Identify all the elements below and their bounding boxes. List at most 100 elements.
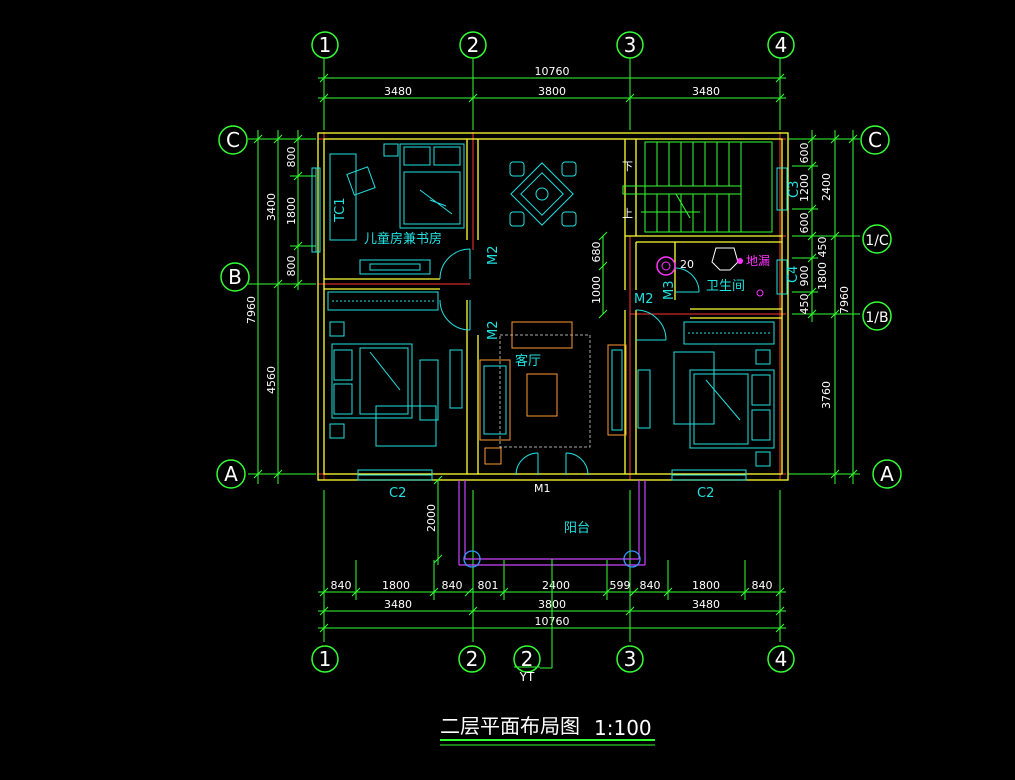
mid-vertical-dims [598,231,608,319]
toilet [711,247,739,271]
walls [317,132,789,481]
axis-bubble-top-1: 1 [311,31,339,59]
title-text: 二层平面布局图 [440,714,580,738]
axis-bubble-bottom-3: 3 [616,645,644,673]
room-label-living: 客厅 [515,353,541,369]
balcony-columns [463,550,641,568]
top-dimensions: 10760 3480 3800 3480 [318,65,786,103]
label-m1: M1 [534,482,551,495]
dim-bottom-detail-5: 2400 [542,579,570,592]
dim-right-span-1: 2400 [820,173,833,201]
red-grid-lines [318,132,786,480]
room-label-kids-study: 儿童房兼书房 [364,231,442,247]
balcony-dim [433,475,443,565]
axis-bubble-bottom-2: 2 [458,645,486,673]
svg-text:2: 2 [521,647,534,671]
bathroom-fixtures [656,247,764,297]
axis-bubble-left-c: C [218,125,248,155]
dim-right-detail-2: 1200 [798,174,811,202]
svg-text:C: C [868,128,882,152]
dim-mid-1000: 1000 [590,276,603,304]
dim-mid-680: 680 [590,242,603,263]
left-dimensions: 7960 3400 4560 800 1800 800 [245,130,316,484]
svg-text:1/B: 1/B [865,310,888,326]
axis-bubble-bottom-yt: 2 YT [513,645,541,684]
room-label-balcony: 阳台 [564,521,590,536]
windows [311,167,788,481]
stair-up-label: 上 [622,207,633,220]
kids-chair [346,166,376,196]
axis-bubble-top-4: 4 [767,31,795,59]
room-label-bathroom: 卫生间 [706,279,745,294]
dim-left-detail-1: 800 [285,147,298,168]
svg-text:4: 4 [775,33,788,57]
label-m2-right: M2 [634,292,654,307]
room-label-floor-drain: 地漏 [746,254,770,268]
label-m2-kids: M2 [486,246,501,266]
dim-top-span-2: 3800 [538,85,566,98]
axis-bubbles: 1 2 3 4 1 2 2 YT 3 [216,31,902,684]
stair-down-label: 下 [622,160,633,173]
dim-bottom-detail-7: 840 [640,579,661,592]
living-furniture [449,321,651,465]
svg-text:2: 2 [466,647,479,671]
label-20: 20 [680,258,694,271]
dim-left-total: 7960 [245,296,258,324]
dim-bottom-detail-9: 840 [752,579,773,592]
label-c2-left: C2 [389,486,406,501]
svg-text:4: 4 [775,647,788,671]
dim-right-total: 7960 [838,286,851,314]
kids-desk [329,153,357,241]
svg-text:C: C [226,128,240,152]
dim-bottom-detail-3: 840 [442,579,463,592]
kids-room-furniture [329,143,465,275]
dim-left-detail-3: 800 [285,256,298,277]
right-bedroom-furniture [673,321,775,467]
floor-drain-dot [737,258,743,264]
dim-right-detail-4: 450 [816,237,829,258]
axis-bubble-right-1c: 1/C [862,224,892,254]
dim-bottom-detail-8: 1800 [692,579,720,592]
dim-left-span-1: 3400 [265,193,278,221]
wash-basin [656,256,676,276]
label-m3: M3 [662,281,677,301]
label-c2-right: C2 [697,486,714,501]
dining-set [509,161,577,227]
dim-left-detail-2: 1800 [285,197,298,225]
dim-right-detail-6: 900 [798,266,811,287]
svg-text:3: 3 [624,33,637,57]
dim-left-span-2: 4560 [265,366,278,394]
dim-right-detail-1: 600 [798,143,811,164]
svg-text:1: 1 [319,33,332,57]
window-c3 [776,167,788,211]
left-bed [331,343,413,419]
dim-right-detail-7: 450 [798,294,811,315]
dim-top-span-1: 3480 [384,85,412,98]
axis-bubble-left-b: B [220,262,250,292]
right-dimensions: 600 1200 600 450 1800 900 450 2400 3760 … [792,130,860,484]
svg-text:1/C: 1/C [865,233,889,249]
window-c4 [776,259,788,295]
kids-bed [399,143,465,229]
axis-bubble-right-c: C [860,125,890,155]
svg-text:3: 3 [624,647,637,671]
axis-bubble-bottom-1: 1 [311,645,339,673]
svg-text:1: 1 [319,647,332,671]
label-m2-left: M2 [486,321,501,341]
label-tc1: TC1 [333,197,348,223]
left-bedroom-furniture [327,291,439,447]
dim-bottom-detail-4: 801 [478,579,499,592]
axis-bubble-bottom-4: 4 [767,645,795,673]
dim-right-span-2: 3760 [820,381,833,409]
axis-bubble-left-a: A [216,459,246,489]
dim-bottom-detail-1: 840 [331,579,352,592]
dim-bottom-detail-6: 599 [610,579,631,592]
dim-bottom-span-1: 3480 [384,598,412,611]
drawing-title: 二层平面布局图 1:100 [440,714,655,746]
dim-right-detail-5: 1800 [816,262,829,290]
svg-text:A: A [224,462,238,486]
dim-bottom-span-3: 3480 [692,598,720,611]
label-c3: C3 [787,181,802,198]
title-scale: 1:100 [594,716,652,740]
